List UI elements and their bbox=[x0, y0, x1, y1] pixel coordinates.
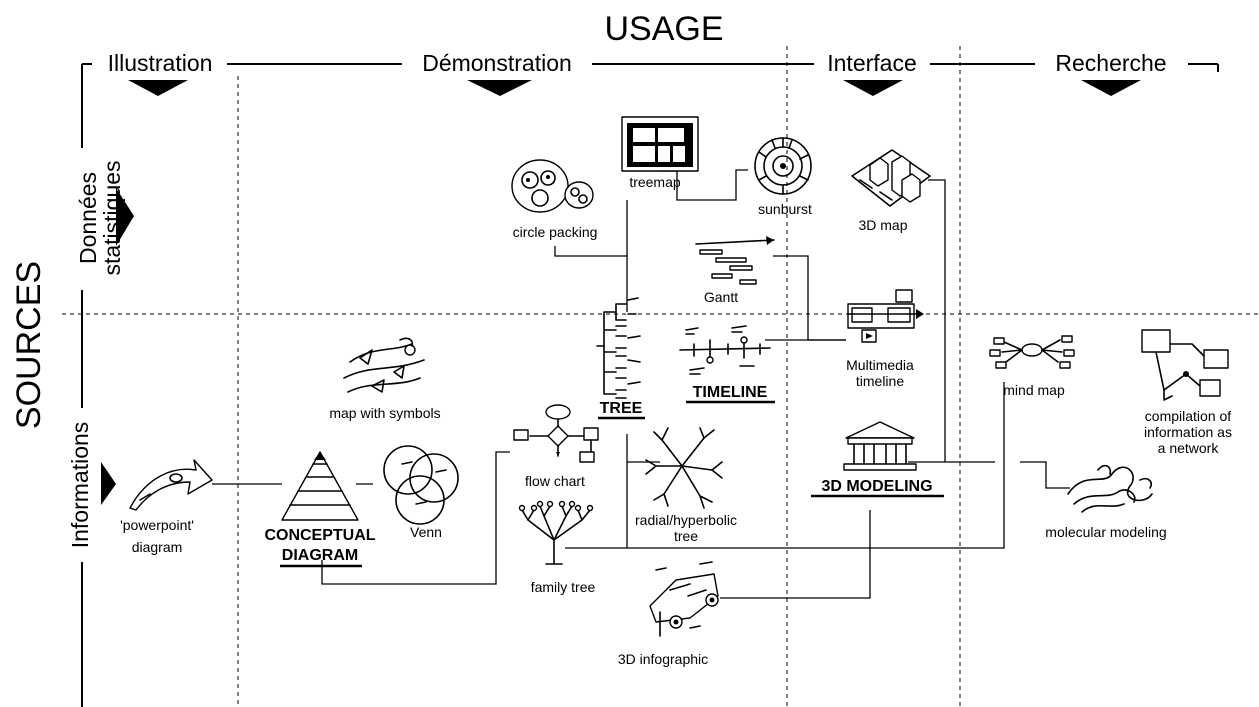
row-label-donnees: Données bbox=[75, 172, 101, 264]
label-molecular-modeling: molecular modeling bbox=[1045, 524, 1166, 540]
row-arrow-information bbox=[101, 462, 116, 505]
tree-category-icon bbox=[596, 297, 641, 399]
quadrant-dividers bbox=[62, 46, 1259, 707]
column-label-illustration: Illustration bbox=[108, 50, 213, 76]
column-arrow-demonstration bbox=[467, 80, 532, 96]
multimedia-timeline-icon bbox=[847, 289, 924, 343]
category-timeline: TIMELINE bbox=[693, 384, 768, 401]
label-circle-packing: circle packing bbox=[513, 224, 598, 240]
label-map-with-symbols: map with symbols bbox=[329, 405, 440, 421]
label-powerpoint-diagram: diagram bbox=[132, 539, 183, 555]
label-multimedia: Multimedia bbox=[846, 357, 914, 373]
mind-map-icon bbox=[989, 335, 1075, 369]
label-family-tree: family tree bbox=[531, 579, 596, 595]
category-diagram: DIAGRAM bbox=[282, 547, 358, 564]
map-with-symbols-icon bbox=[343, 337, 425, 393]
label-powerpoint: 'powerpoint' bbox=[120, 517, 194, 533]
timeline-category-icon bbox=[679, 325, 771, 375]
label-3d-map: 3D map bbox=[858, 217, 907, 233]
sunburst-icon bbox=[754, 137, 812, 195]
label-treemap: treemap bbox=[629, 174, 681, 190]
column-label-recherche: Recherche bbox=[1055, 50, 1166, 76]
column-label-demonstration: Démonstration bbox=[422, 50, 572, 76]
treemap-icon bbox=[621, 116, 699, 172]
molecular-modeling-icon bbox=[1067, 464, 1153, 513]
column-arrow-recherche bbox=[1081, 80, 1141, 96]
row-label-informations: Informations bbox=[67, 422, 93, 549]
row-arrow-statistics bbox=[116, 188, 134, 246]
compilation-network-icon bbox=[1141, 329, 1229, 401]
category-conceptual: CONCEPTUAL bbox=[264, 527, 375, 544]
usage-axis bbox=[81, 63, 1219, 72]
venn-diagram-icon bbox=[383, 445, 459, 525]
column-arrow-interface bbox=[843, 80, 903, 96]
label-compilation-1: compilation of bbox=[1145, 408, 1231, 424]
usage-axis-title: USAGE bbox=[604, 10, 723, 48]
label-radial-hyperbolic: radial/hyperbolic bbox=[635, 512, 737, 528]
label-mind-map: mind map bbox=[1003, 382, 1065, 398]
label-3d-infographic: 3D infographic bbox=[618, 651, 708, 667]
gantt-icon bbox=[695, 236, 775, 285]
label-radial-tree: tree bbox=[674, 528, 698, 544]
circle-packing-icon bbox=[511, 159, 594, 213]
3d-infographic-icon bbox=[649, 561, 719, 637]
column-arrow-illustration bbox=[128, 80, 188, 96]
radial-tree-icon bbox=[645, 427, 723, 509]
3d-map-icon bbox=[851, 149, 931, 207]
category-tree: TREE bbox=[600, 400, 643, 417]
sources-axis-title: SOURCES bbox=[10, 261, 48, 429]
label-multimedia-timeline: timeline bbox=[856, 373, 904, 389]
conceptual-diagram-icon bbox=[281, 451, 359, 521]
label-compilation-2: information as bbox=[1144, 424, 1232, 440]
label-gantt: Gantt bbox=[704, 289, 738, 305]
label-venn: Venn bbox=[410, 524, 442, 540]
flow-chart-icon bbox=[513, 404, 599, 463]
column-label-interface: Interface bbox=[827, 50, 917, 76]
category-3d-modeling: 3D MODELING bbox=[821, 478, 932, 495]
family-tree-icon bbox=[518, 500, 594, 565]
powerpoint-diagram-icon bbox=[129, 459, 213, 511]
label-sunburst: sunburst bbox=[758, 201, 812, 217]
3d-modeling-icon bbox=[843, 421, 917, 471]
label-compilation-3: a network bbox=[1158, 440, 1220, 456]
label-flow-chart: flow chart bbox=[525, 473, 585, 489]
